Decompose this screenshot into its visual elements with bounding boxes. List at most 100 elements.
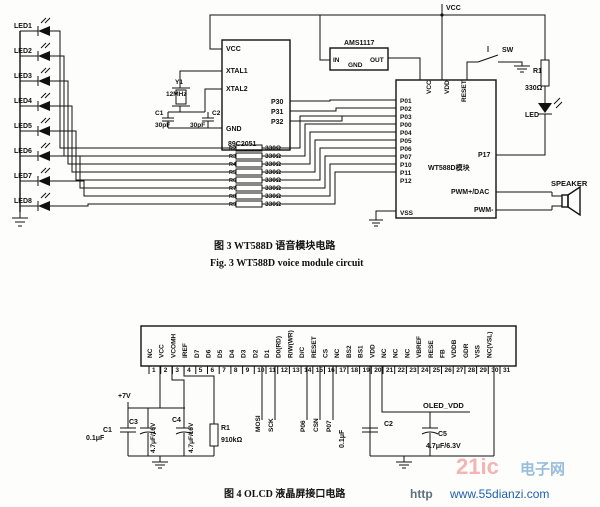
oled-pin-number: 31 — [503, 367, 511, 374]
oled-pin-number: 8 — [234, 367, 238, 374]
oled-pin-label: D1 — [264, 349, 271, 358]
r1-fig4-name: R1 — [221, 425, 230, 432]
led-label: LED — [525, 112, 539, 119]
resistor-name: R2 — [229, 146, 236, 152]
oled-pin-label: D5 — [217, 349, 224, 358]
oled-pin-label: FB — [440, 349, 447, 358]
oled-pin-number: 17 — [339, 367, 347, 374]
c1-fig4-name: C1 — [103, 427, 112, 434]
r1-fig4-value: 910kΩ — [221, 437, 243, 444]
oled-pin-label: VDDB — [451, 339, 458, 358]
oled-pin-label: VSS — [475, 344, 482, 358]
oled-pin-label: D4 — [229, 349, 236, 358]
watermark-brand: 电子网 — [520, 460, 565, 478]
c5-name: C5 — [438, 431, 447, 438]
oled-pin-label: BS1 — [358, 345, 365, 358]
oled-pin-number: 1 — [152, 367, 156, 374]
regulator-pin-gnd: GND — [348, 62, 363, 69]
module-pin-vdd: VDD — [444, 80, 451, 94]
mcu-pin-p30: P30 — [271, 99, 284, 106]
oled-pin-label: BS2 — [346, 345, 353, 358]
oled-pin-number: 9 — [246, 367, 250, 374]
resistor — [235, 160, 263, 168]
oled-pin-label: NC — [381, 348, 388, 358]
oled-pin-label: D2 — [252, 349, 259, 358]
module-pin-label: VSS — [400, 210, 414, 217]
oled-pin-number: 18 — [351, 367, 359, 374]
module-pin-vcc: VCC — [426, 80, 433, 94]
c1-fig4-value: 0.1μF — [86, 435, 105, 442]
resistor-name: R5 — [229, 170, 236, 176]
oled-pin-number: 25 — [433, 367, 441, 374]
oled-pin-label: NC — [404, 348, 411, 358]
oled-pin-number: 27 — [456, 367, 464, 374]
oled-connector — [140, 325, 517, 367]
module-pin-label: P01 — [400, 98, 412, 105]
module-pin-label: P04 — [400, 130, 412, 137]
led-label: LED1 — [14, 23, 32, 30]
oled-pin-label: D/C — [299, 347, 306, 359]
oled-pin-number: 5 — [199, 367, 203, 374]
watermark-prefix: http — [410, 487, 433, 501]
oled-pin-label: D7 — [194, 349, 201, 358]
signal-label: P06 — [300, 420, 307, 432]
c1-name: C1 — [155, 110, 164, 117]
oled-pin-number: 22 — [398, 367, 406, 374]
regulator-pin-in: IN — [333, 57, 340, 64]
oled-pin-label: RESET — [311, 336, 318, 358]
oled-pin-label: NC — [393, 348, 400, 358]
module-pin-p17: P17 — [478, 152, 491, 159]
resistor — [235, 168, 263, 176]
oled-pin-number: 6 — [211, 367, 215, 374]
signal-label: MOSI — [255, 415, 262, 432]
oled-pin-row: 1NC2VCC3VCOMH4IREF5D76D67D58D49D310D211D… — [147, 330, 511, 374]
oled-pin-number: 14 — [304, 367, 312, 374]
crystal-y1 — [175, 89, 187, 105]
oled-pin-label: NC(VSL) — [486, 332, 493, 358]
c2-fig4-value: 0.1μF — [339, 429, 346, 448]
oled-pin-label: NC — [334, 348, 341, 358]
watermark-url: www.55dianzi.com — [449, 487, 549, 501]
r1-name: R1 — [533, 68, 542, 75]
module-pin-label: P07 — [400, 154, 412, 161]
oled-pin-number: 4 — [187, 367, 191, 374]
led-icon — [38, 26, 50, 36]
module-pin-pwm-dac: PWM+/DAC — [451, 189, 489, 196]
module-pin-label: P02 — [400, 106, 412, 113]
resistor-name: R4 — [229, 162, 237, 168]
resistor-name: R8 — [229, 194, 236, 200]
module-pin-reset: RESET — [461, 80, 468, 102]
c2-value: 30pF — [190, 122, 205, 129]
mcu-pin-vcc: VCC — [226, 46, 241, 53]
led-icon — [38, 176, 50, 186]
resistor-name: R3 — [229, 154, 236, 160]
oled-pin-label: GDR — [463, 343, 470, 358]
resistor-name: R9 — [229, 202, 236, 208]
led-label: LED3 — [14, 73, 32, 80]
oled-pin-number: 30 — [491, 367, 499, 374]
resistor-name: R6 — [229, 178, 236, 184]
led-icon — [38, 101, 50, 111]
p3-bus — [290, 99, 396, 122]
oled-pin-number: 29 — [480, 367, 488, 374]
led-label: LED6 — [14, 148, 32, 155]
oled-pin-label: RESE — [428, 340, 435, 358]
oled-pin-number: 3 — [175, 367, 179, 374]
c1-value: 30pF — [155, 122, 170, 129]
figure-3-caption-cn: 图 3 WT588D 语音模块电路 — [214, 239, 336, 252]
resistor-r1 — [540, 59, 550, 87]
oled-pin-label: VBREF — [416, 336, 423, 358]
oled-pin-label: CS — [323, 348, 330, 358]
led-icon — [38, 201, 50, 211]
led-label: LED8 — [14, 198, 32, 205]
oled-pin-number: 16 — [328, 367, 336, 374]
led-label: LED5 — [14, 123, 32, 130]
resistor-r1-fig4 — [209, 423, 219, 447]
oled-pin-number: 26 — [445, 367, 453, 374]
led-label: LED4 — [14, 98, 32, 105]
mcu-pin-p31: P31 — [271, 109, 284, 116]
crystal-freq: 12MHz — [166, 91, 187, 98]
mcu-pin-xtal1: XTAL1 — [226, 68, 248, 75]
